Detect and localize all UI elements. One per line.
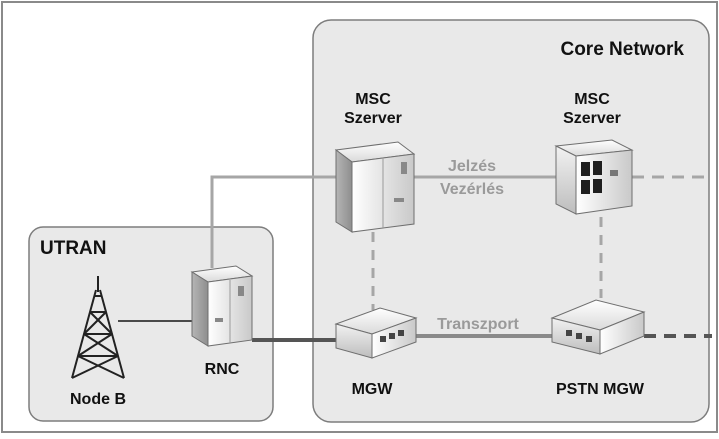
msc-server-right-label-line1: MSC: [574, 91, 610, 108]
msc-server-right-label-line2: Szerver: [563, 110, 621, 127]
utran-title: UTRAN: [40, 238, 107, 259]
signaling-label-line2: Vezérlés: [440, 181, 504, 198]
signaling-label-line1: Jelzés: [448, 158, 496, 175]
msc-server-left-icon: [334, 141, 416, 233]
pstn-mgw-label: PSTN MGW: [556, 381, 645, 398]
mgw-label: MGW: [352, 381, 394, 398]
node-b-tower-icon: [71, 276, 125, 379]
msc-server-right-icon: [554, 139, 634, 215]
rnc-icon: [190, 265, 254, 347]
core-network-title: Core Network: [560, 39, 684, 60]
rnc-label: RNC: [205, 361, 240, 378]
rnc-msc-signaling-link: [210, 175, 336, 268]
msc-server-left-label-line2: Szerver: [344, 110, 402, 127]
msc-server-left-label-line1: MSC: [355, 91, 391, 108]
mgw-icon: [334, 307, 418, 359]
pstn-mgw-icon: [550, 299, 646, 355]
transport-label: Transzport: [437, 316, 519, 333]
node-b-label: Node B: [70, 391, 126, 408]
